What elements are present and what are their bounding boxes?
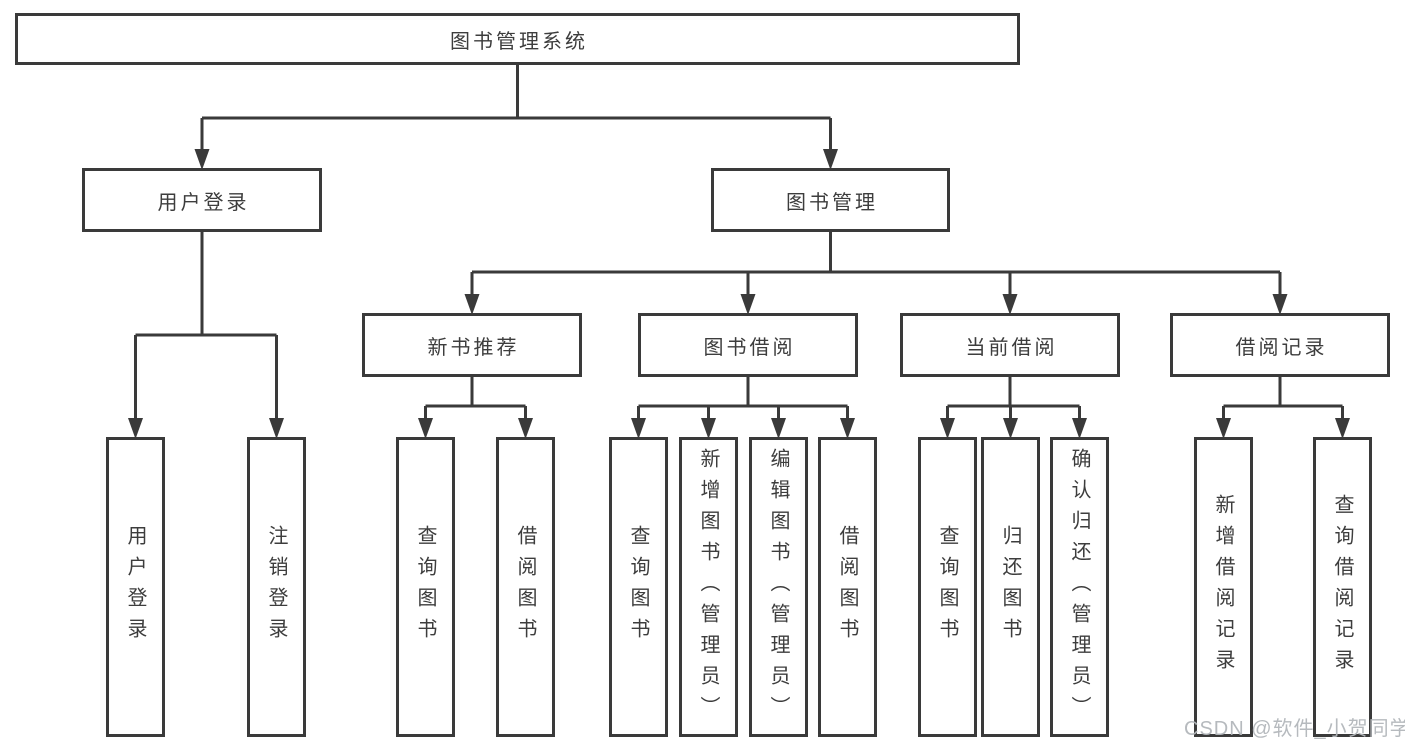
- leaf-current-search-books-label: 查询图书: [936, 525, 958, 649]
- leaf-borrow-edit-books-admin: 编辑图书（管理员）: [749, 437, 808, 737]
- arrowhead-a2: [269, 418, 284, 439]
- leaf-records-add-borrow-record: 新增借阅记录: [1194, 437, 1253, 737]
- fork-records: [1216, 375, 1350, 439]
- leaf-current-return-books-label: 归还图书: [999, 525, 1021, 649]
- node-user-login: 用户登录: [82, 168, 322, 232]
- fork-lines-newbook: [424, 375, 527, 420]
- leaf-current-return-books: 归还图书: [981, 437, 1040, 737]
- arrowhead-mgmt: [823, 149, 838, 170]
- leaf-newbook-borrow-books: 借阅图书: [496, 437, 555, 737]
- node-new-book-recommend-label: 新书推荐: [427, 336, 520, 359]
- leaf-newbook-borrow-books-label: 借阅图书: [514, 525, 536, 649]
- arrowhead-d2: [1003, 418, 1018, 439]
- fork-lines-login: [134, 230, 278, 420]
- node-book-borrow: 图书借阅: [638, 313, 858, 377]
- arrowhead-a1: [128, 418, 143, 439]
- arrowhead-b1: [418, 418, 433, 439]
- leaf-current-confirm-return-admin-label: 确认归还（管理员）: [1068, 447, 1090, 727]
- leaf-current-confirm-return-admin: 确认归还（管理员）: [1050, 437, 1109, 737]
- leaf-records-add-borrow-record-label: 新增借阅记录: [1212, 494, 1234, 680]
- leaf-logout-label: 注销登录: [265, 525, 287, 649]
- leaf-newbook-search-books-label: 查询图书: [414, 525, 436, 649]
- leaf-user-login: 用户登录: [106, 437, 165, 737]
- fork-lines-mgmt: [470, 230, 1282, 296]
- fork-current: [940, 375, 1087, 439]
- node-book-borrow-label: 图书借阅: [703, 336, 796, 359]
- node-new-book-recommend: 新书推荐: [362, 313, 582, 377]
- fork-lines-borrow: [637, 375, 849, 420]
- arrowhead-d1: [940, 418, 955, 439]
- leaf-logout: 注销登录: [247, 437, 306, 737]
- node-borrow-records: 借阅记录: [1170, 313, 1390, 377]
- fork-login: [128, 230, 284, 439]
- arrowhead-e1: [1216, 418, 1231, 439]
- leaf-borrow-borrow-books: 借阅图书: [818, 437, 877, 737]
- fork-lines-records: [1222, 375, 1344, 420]
- arrowhead-c3: [771, 418, 786, 439]
- fork-lines-root: [200, 63, 832, 151]
- arrowhead-c1: [631, 418, 646, 439]
- leaf-borrow-edit-books-admin-label: 编辑图书（管理员）: [767, 447, 789, 727]
- node-borrow-records-label: 借阅记录: [1235, 336, 1328, 359]
- leaf-borrow-search-books-label: 查询图书: [627, 525, 649, 649]
- leaf-borrow-search-books: 查询图书: [609, 437, 668, 737]
- node-book-management-label: 图书管理: [786, 191, 878, 214]
- leaf-records-search-borrow-record: 查询借阅记录: [1313, 437, 1372, 737]
- node-current-borrow-label: 当前借阅: [965, 336, 1058, 359]
- arrowhead-d3: [1072, 418, 1087, 439]
- node-book-management-system: 图书管理系统: [15, 13, 1020, 65]
- fork-borrow: [631, 375, 855, 439]
- arrowhead-b2: [518, 418, 533, 439]
- fork-mgmt: [464, 230, 1288, 315]
- leaf-records-search-borrow-record-label: 查询借阅记录: [1331, 494, 1353, 680]
- leaf-user-login-label: 用户登录: [124, 525, 146, 649]
- arrowhead-records: [1272, 294, 1288, 315]
- arrowhead-newbook: [464, 294, 480, 315]
- fork-newbook: [418, 375, 533, 439]
- node-book-management: 图书管理: [711, 168, 950, 232]
- arrowhead-c4: [840, 418, 855, 439]
- leaf-borrow-add-books-admin-label: 新增图书（管理员）: [697, 447, 719, 727]
- node-user-login-label: 用户登录: [157, 191, 250, 214]
- leaf-borrow-borrow-books-label: 借阅图书: [836, 525, 858, 649]
- arrowhead-e2: [1335, 418, 1350, 439]
- node-current-borrow: 当前借阅: [900, 313, 1120, 377]
- arrowhead-login: [194, 149, 210, 170]
- fork-lines-current: [946, 375, 1081, 420]
- arrowhead-c2: [701, 418, 716, 439]
- arrowhead-current: [1002, 294, 1018, 315]
- leaf-newbook-search-books: 查询图书: [396, 437, 455, 737]
- fork-root: [194, 63, 838, 170]
- leaf-current-search-books: 查询图书: [918, 437, 977, 737]
- arrowhead-borrow: [740, 294, 756, 315]
- csdn-watermark: CSDN @软件_小贺同学: [1184, 718, 1405, 740]
- node-book-management-system-label: 图书管理系统: [450, 30, 588, 53]
- leaf-borrow-add-books-admin: 新增图书（管理员）: [679, 437, 738, 737]
